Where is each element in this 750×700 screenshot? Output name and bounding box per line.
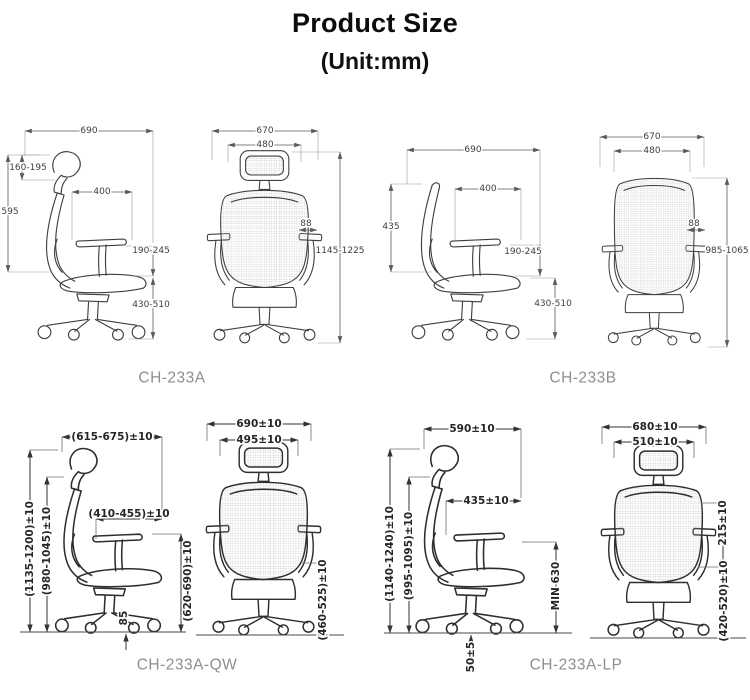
ch233aqw-side-armrest-depth-dim: (410-455)±10	[88, 508, 169, 520]
ch233b-back-armrest-pad-dim: 88	[688, 219, 700, 229]
ch233alp-side-back-height-dim: (995-1095)±10	[403, 512, 415, 601]
dimension-lines	[388, 134, 730, 348]
page-title: Product Size	[292, 8, 458, 38]
ch233b-back-overall-height-dim: 985-1065	[705, 246, 748, 256]
ch233a-side-armrest-height-dim: 190-245	[132, 246, 170, 256]
ch233a-back-inner-width-dim: 480	[256, 140, 273, 150]
ch233b-model-label: CH-233B	[549, 370, 616, 387]
ch233alp-side-min-height-dim: MIN 630	[550, 562, 562, 611]
ch233aqw-back-outer-width-dim: 690±10	[236, 418, 281, 430]
ch233aqw-side-top-width-dim: (615-675)±10	[71, 431, 152, 443]
ch233alp-model-label: CH-233A-LP	[530, 657, 623, 674]
ch233aqw-side-overall-height-dim: (1135-1200)±10	[24, 501, 36, 597]
ch233aqw-side-armrest-floor-height-dim: (620-690)±10	[182, 540, 194, 621]
ch233a-diagram: 690 160-195 595 400 190-245 430-510 670 …	[0, 125, 366, 387]
ch233aqw-model-label: CH-233A-QW	[137, 657, 238, 674]
ch233b-back-view-drawing	[602, 178, 706, 345]
ch233aqw-diagram: (615-675)±10 (1135-1200)±10 (980-1045)±1…	[20, 416, 344, 674]
ch233b-side-top-width-dim: 690	[464, 145, 481, 155]
ch233b-side-armrest-height-dim: 190-245	[504, 247, 542, 257]
ch233a-side-headrest-height-dim: 160-195	[9, 163, 47, 173]
dimension-lines	[5, 128, 343, 344]
extension-lines	[8, 131, 340, 344]
ch233alp-back-headrest-height-dim: 215±10	[717, 500, 729, 545]
ch233b-side-armrest-depth-dim: 400	[479, 184, 496, 194]
ch233alp-diagram: 590±10 435±10 (1140-1240)±10 (995-1095)±…	[382, 419, 746, 674]
ch233a-side-top-width-dim: 690	[80, 126, 97, 136]
ch233b-side-seat-height-dim: 430-510	[534, 299, 572, 309]
dimension-lines	[27, 421, 326, 650]
ch233aqw-side-view-drawing	[56, 449, 162, 634]
ch233aqw-side-base-height-dim: 85	[118, 611, 130, 626]
ch233alp-side-top-width-dim: 590±10	[449, 423, 494, 435]
ch233a-back-outer-width-dim: 670	[256, 126, 273, 136]
dimension-lines	[387, 424, 727, 646]
ch233a-model-label: CH-233A	[138, 370, 205, 387]
ch233a-side-armrest-depth-dim: 400	[93, 187, 110, 197]
ch233b-side-view-drawing	[412, 183, 520, 340]
unit-note: (Unit:mm)	[320, 48, 430, 74]
ch233alp-side-armrest-depth-dim: 435±10	[463, 495, 508, 507]
ch233a-back-view-drawing	[207, 151, 321, 343]
extension-lines	[391, 137, 727, 348]
ch233alp-back-view-drawing	[601, 446, 715, 638]
ch233a-back-overall-height-dim: 1145-1225	[315, 246, 364, 256]
ch233a-back-armrest-pad-dim: 88	[300, 219, 312, 229]
ch233alp-back-outer-width-dim: 680±10	[632, 421, 677, 433]
ch233alp-side-view-drawing	[416, 446, 524, 634]
ch233aqw-side-back-height-dim: (980-1045)±10	[41, 507, 53, 596]
ch233b-back-outer-width-dim: 670	[643, 132, 660, 142]
ch233alp-back-inner-width-dim: 510±10	[632, 436, 677, 448]
ch233a-side-back-height-dim: 595	[1, 207, 18, 217]
ch233alp-side-base-clearance-dim: 50±5	[465, 642, 477, 673]
ch233alp-back-seat-height-dim: (420-520)±10	[718, 560, 730, 641]
ch233b-diagram: 690 435 400 190-245 430-510 670 480 88 9…	[381, 131, 750, 387]
extension-lines	[390, 427, 723, 568]
ch233b-back-inner-width-dim: 480	[643, 146, 660, 156]
ch233aqw-back-inner-width-dim: 495±10	[236, 434, 281, 446]
ch233alp-side-overall-height-dim: (1140-1240)±10	[384, 506, 396, 602]
ch233aqw-back-seat-height-dim: (460-525)±10	[317, 559, 329, 640]
ch233aqw-back-view-drawing	[206, 443, 320, 635]
ch233a-side-seat-height-dim: 430-510	[132, 300, 170, 310]
ch233b-side-back-height-dim: 435	[382, 222, 399, 232]
